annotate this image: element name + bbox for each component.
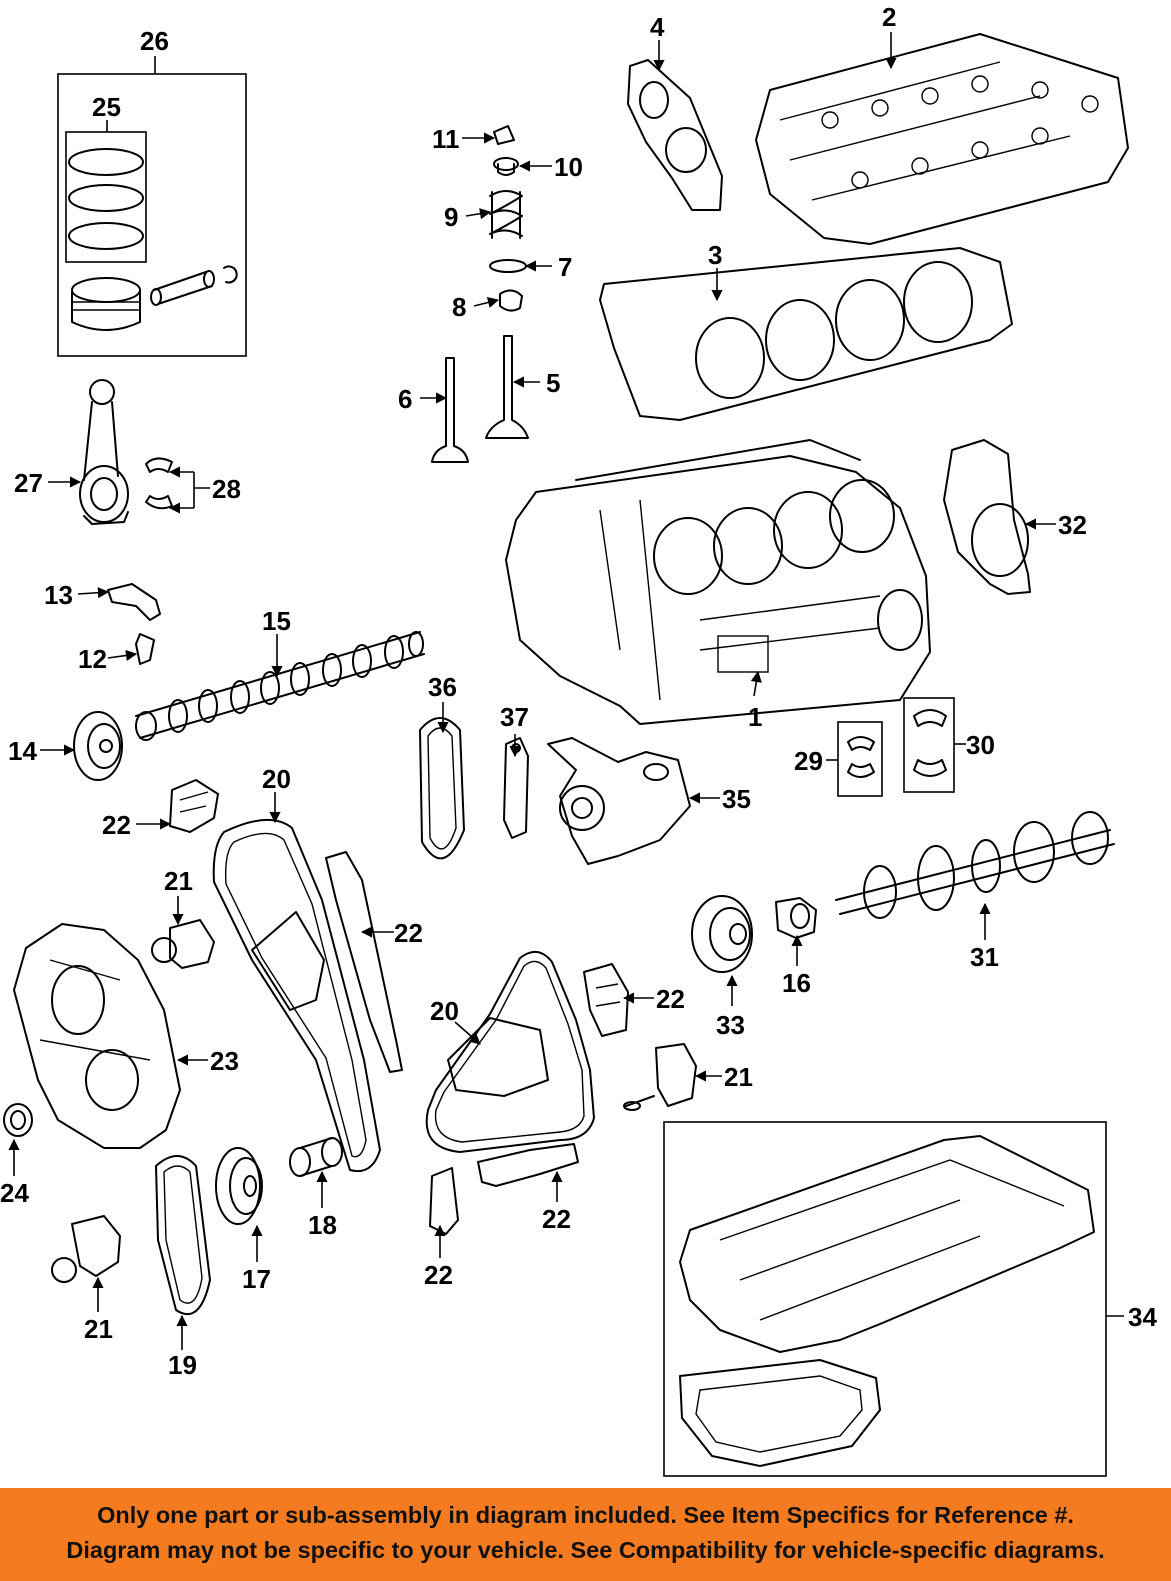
callout-14: 14 (8, 736, 37, 766)
callout-2: 2 (882, 2, 896, 32)
valve-train-group (431, 125, 529, 463)
chain-guide-long-group (325, 851, 403, 1073)
callout-10: 10 (554, 152, 583, 182)
callout-21b: 21 (724, 1062, 753, 1092)
sprocket-group (215, 1147, 263, 1225)
bushing-group (289, 1137, 343, 1177)
camshaft-group (135, 631, 425, 741)
front-seal-group (3, 1103, 33, 1137)
timing-chain-left-group (212, 818, 381, 1172)
callout-11: 11 (432, 124, 460, 154)
callout-33: 33 (716, 1010, 745, 1040)
callout-23: 23 (210, 1046, 239, 1076)
chain-guide-small-group (429, 1167, 459, 1235)
callout-5: 5 (546, 368, 560, 398)
callout-22d: 22 (542, 1204, 571, 1234)
callout-12: 12 (78, 644, 107, 674)
callout-20a: 20 (262, 764, 291, 794)
callout-22e: 22 (424, 1260, 453, 1290)
callout-16: 16 (782, 968, 811, 998)
callout-9: 9 (444, 202, 458, 232)
callout-37: 37 (500, 702, 529, 732)
callout-21a: 21 (164, 866, 193, 896)
callout-20b: 20 (430, 996, 459, 1026)
callout-4: 4 (650, 12, 665, 42)
callout-22b: 22 (394, 918, 423, 948)
front-cover-group (13, 923, 181, 1149)
oil-pump-guide-group (503, 737, 529, 839)
callout-7: 7 (558, 252, 572, 282)
callout-22c: 22 (656, 984, 685, 1014)
piston-kit-group (57, 73, 247, 357)
chain-tensioner-upper-group (151, 919, 215, 969)
callout-6: 6 (398, 384, 412, 414)
callout-13: 13 (44, 580, 73, 610)
disclaimer-line-2: Diagram may not be specific to your vehi… (66, 1537, 1105, 1563)
engine-parts-diagram: 1 2 3 4 5 6 7 8 9 10 11 12 13 14 15 16 1… (0, 2, 1157, 1477)
callout-22a: 22 (102, 810, 131, 840)
callout-19: 19 (168, 1350, 197, 1380)
cylinder-head-group (755, 33, 1129, 245)
cam-adjuster-group (73, 711, 123, 781)
callout-27: 27 (14, 468, 43, 498)
chain-guide-right-group (583, 963, 629, 1037)
chain-tensioner-right-group (623, 1043, 697, 1111)
oil-pump-chain-group (419, 717, 465, 860)
callout-3: 3 (708, 240, 722, 270)
cam-bearing-cap-group (627, 59, 723, 211)
callout-35: 35 (722, 784, 751, 814)
connecting-rod-group (79, 379, 173, 525)
callout-15: 15 (262, 606, 291, 636)
callout-leaders (8, 32, 1124, 1350)
timing-chain-small-group (155, 1155, 211, 1316)
main-bearing-group (837, 697, 955, 797)
callout-labels: 1 2 3 4 5 6 7 8 9 10 11 12 13 14 15 16 1… (0, 2, 1157, 1380)
oil-pan-group (663, 1121, 1107, 1477)
rocker-arm-group (107, 583, 161, 665)
chain-guide-lower-group (477, 1143, 579, 1187)
callout-25: 25 (92, 92, 121, 122)
callout-17: 17 (242, 1264, 271, 1294)
callout-36: 36 (428, 672, 457, 702)
oil-pump-group (547, 737, 691, 865)
callout-34: 34 (1128, 1302, 1157, 1332)
engine-block-group (505, 439, 931, 725)
disclaimer-banner: Only one part or sub-assembly in diagram… (0, 1488, 1171, 1581)
callout-1: 1 (748, 702, 762, 732)
chain-tensioner-lower-group (51, 1215, 121, 1283)
callout-29: 29 (794, 746, 823, 776)
rear-cover-group (943, 439, 1031, 595)
callout-31: 31 (970, 942, 999, 972)
callout-18: 18 (308, 1210, 337, 1240)
callout-21c: 21 (84, 1314, 113, 1344)
callout-8: 8 (452, 292, 466, 322)
crank-gear-group (775, 897, 817, 939)
callout-24: 24 (0, 1178, 29, 1208)
callout-26: 26 (140, 26, 169, 56)
callout-28: 28 (212, 474, 241, 504)
head-gasket-group (599, 247, 1013, 421)
crank-pulley-group (691, 895, 753, 973)
chain-guide-upper-group (169, 779, 219, 833)
crankshaft-group (835, 811, 1115, 919)
callout-30: 30 (966, 730, 995, 760)
timing-chain-right-group (425, 951, 595, 1153)
disclaimer-line-1: Only one part or sub-assembly in diagram… (97, 1502, 1074, 1528)
callout-32: 32 (1058, 510, 1087, 540)
